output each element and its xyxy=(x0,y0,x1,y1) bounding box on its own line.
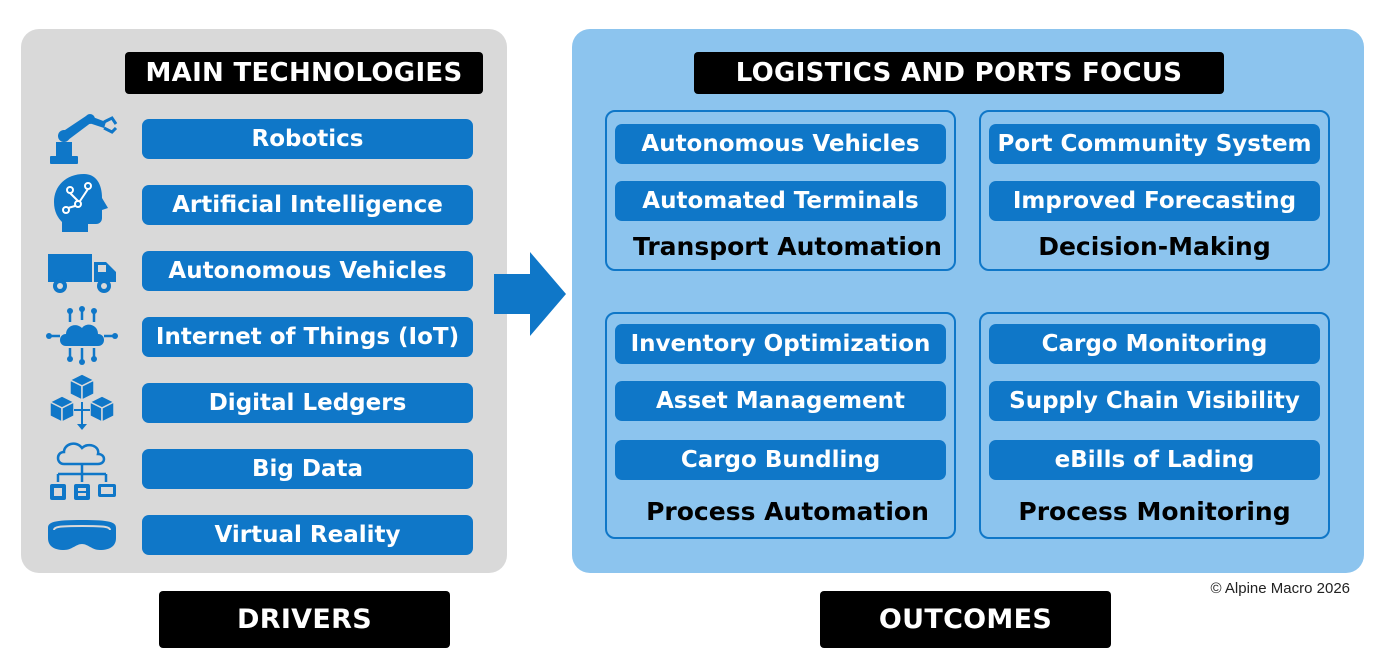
outcome-cargo-bundling: Cargo Bundling xyxy=(615,440,946,480)
data-cloud-icon xyxy=(50,442,116,500)
truck-icon xyxy=(48,254,116,293)
outcome-asset-management: Asset Management xyxy=(615,381,946,421)
tech-artificial-intelligence: Artificial Intelligence xyxy=(142,185,473,225)
label-decision-making: Decision-Making xyxy=(1038,232,1271,261)
label-process-monitoring: Process Monitoring xyxy=(1018,497,1291,526)
outcome-autonomous-vehicles: Autonomous Vehicles xyxy=(615,124,946,164)
outcome-improved-forecasting: Improved Forecasting xyxy=(989,181,1320,221)
ai-head-icon xyxy=(54,174,108,232)
iot-cloud-icon xyxy=(46,306,118,365)
label-transport-automation: Transport Automation xyxy=(633,232,942,261)
outcome-inventory-optimization: Inventory Optimization xyxy=(615,324,946,364)
group-transport-automation xyxy=(605,110,956,271)
group-process-automation xyxy=(605,312,956,539)
label-process-automation: Process Automation xyxy=(646,497,929,526)
tech-virtual-reality: Virtual Reality xyxy=(142,515,473,555)
blockchain-icon xyxy=(48,373,116,430)
robot-arm-icon xyxy=(50,114,118,164)
drivers-label: DRIVERS xyxy=(159,591,450,648)
outcome-cargo-monitoring: Cargo Monitoring xyxy=(989,324,1320,364)
outcomes-label: OUTCOMES xyxy=(820,591,1111,648)
tech-digital-ledgers: Digital Ledgers xyxy=(142,383,473,423)
tech-internet-of-things: Internet of Things (IoT) xyxy=(142,317,473,357)
group-decision-making xyxy=(979,110,1330,271)
logistics-ports-header: LOGISTICS AND PORTS FOCUS xyxy=(694,52,1224,94)
outcome-port-community-system: Port Community System xyxy=(989,124,1320,164)
tech-autonomous-vehicles: Autonomous Vehicles xyxy=(142,251,473,291)
group-process-monitoring xyxy=(979,312,1330,539)
tech-big-data: Big Data xyxy=(142,449,473,489)
outcome-ebills-of-lading: eBills of Lading xyxy=(989,440,1320,480)
right-arrow-icon xyxy=(494,252,566,336)
vr-headset-icon xyxy=(48,520,116,550)
copyright-text: © Alpine Macro 2026 xyxy=(1210,580,1350,597)
main-technologies-header: MAIN TECHNOLOGIES xyxy=(125,52,483,94)
outcome-supply-chain-visibility: Supply Chain Visibility xyxy=(989,381,1320,421)
tech-robotics: Robotics xyxy=(142,119,473,159)
outcome-automated-terminals: Automated Terminals xyxy=(615,181,946,221)
outcomes-panel xyxy=(572,29,1364,573)
